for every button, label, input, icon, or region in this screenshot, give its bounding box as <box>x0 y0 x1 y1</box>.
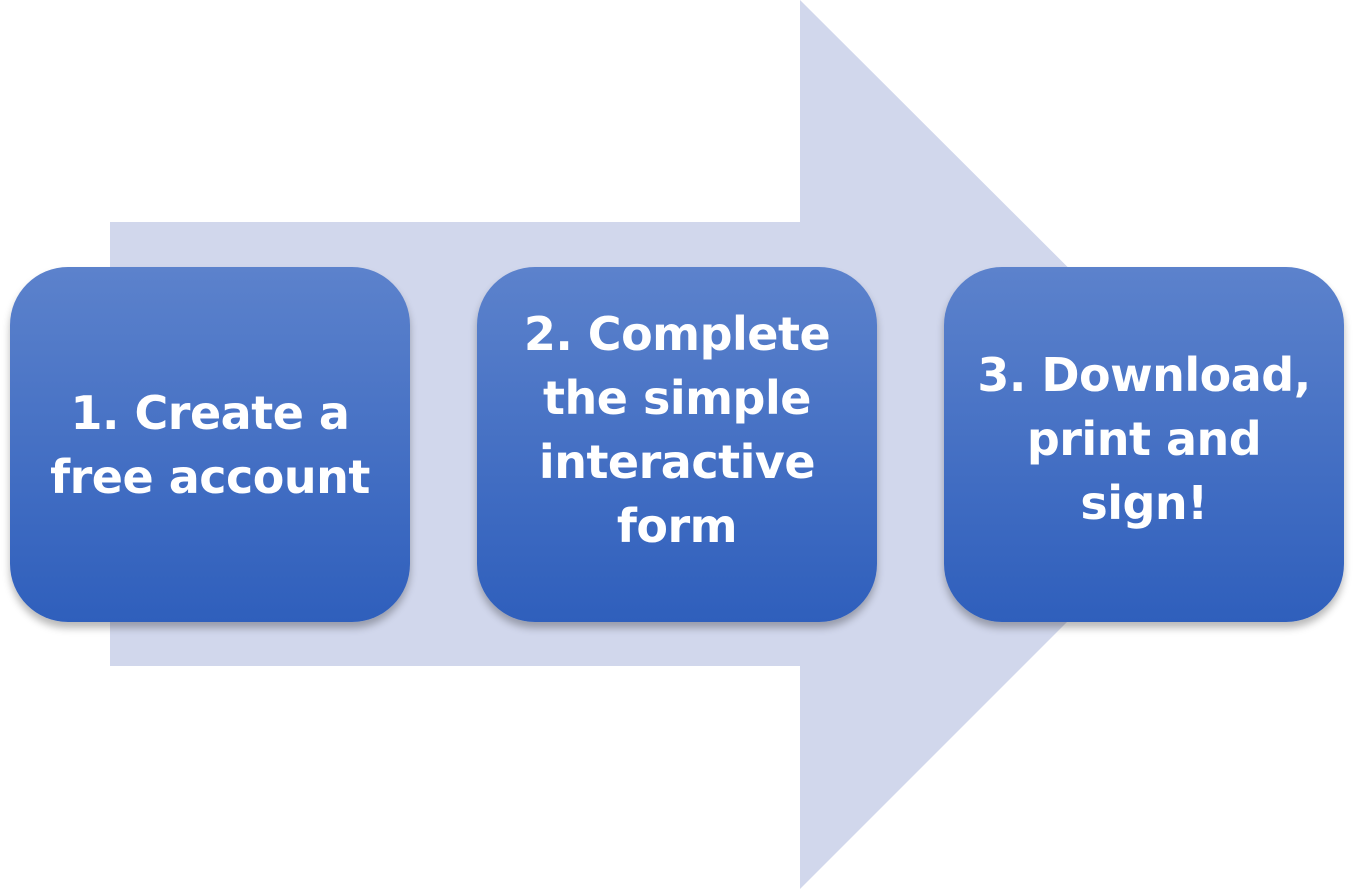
step-1-label: 1. Create a free account <box>50 385 370 504</box>
step-3-label: 3. Download, print and sign! <box>977 347 1311 530</box>
step-2-box: 2. Complete the simple interactive form <box>477 267 877 622</box>
step-1-box: 1. Create a free account <box>10 267 410 622</box>
step-3-box: 3. Download, print and sign! <box>944 267 1344 622</box>
step-2-label: 2. Complete the simple interactive form <box>523 306 831 553</box>
